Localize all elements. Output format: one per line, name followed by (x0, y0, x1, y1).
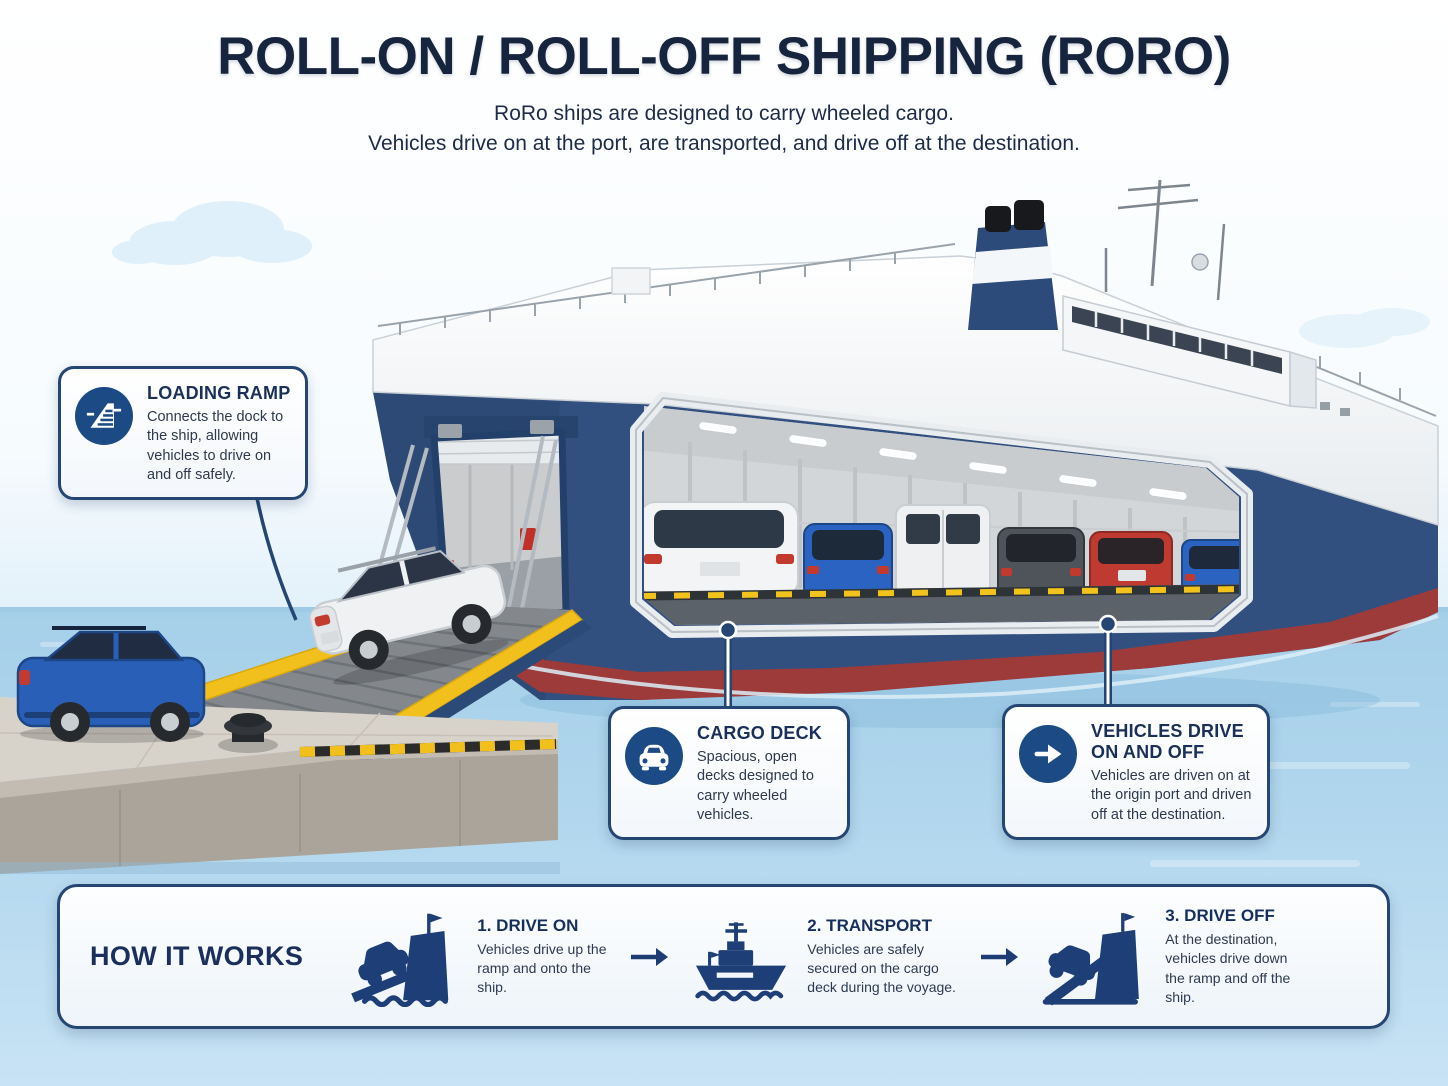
how-it-works-bar: HOW IT WORKS 1. DRIVE ON Vehicles drive … (57, 884, 1390, 1029)
blue-suv-dock (16, 626, 206, 743)
step-body: Vehicles are safely secured on the cargo… (807, 940, 956, 996)
car-up-ramp-icon (351, 913, 449, 1007)
cargo-deck-leader (718, 620, 738, 710)
cloud-left (112, 201, 312, 265)
subtitle-line-1: RoRo ships are designed to carry wheeled… (494, 102, 954, 125)
step-label: 3. DRIVE OFF (1165, 906, 1275, 926)
step-drive-off: 3. DRIVE OFF At the destination, vehicle… (1039, 906, 1305, 1006)
how-it-works-title: HOW IT WORKS (90, 941, 304, 971)
hull-red-band (470, 588, 1438, 700)
callout-body: Connects the dock to the ship, allowing … (147, 409, 284, 483)
step-label: 1. DRIVE ON (477, 915, 579, 935)
loading-ramp-icon (75, 387, 133, 445)
header: ROLL-ON / ROLL-OFF SHIPPING (RORO) RoRo … (0, 26, 1448, 159)
step-label: 2. TRANSPORT (807, 915, 932, 935)
gray-suv (997, 527, 1085, 604)
callout-title: LOADING RAMP (147, 383, 291, 403)
callout-body: Vehicles are driven on at the origin por… (1091, 768, 1252, 823)
bridge (1062, 179, 1317, 409)
mast (1104, 179, 1226, 301)
callout-title: CARGO DECK (697, 723, 823, 743)
callout-body: Spacious, open decks designed to carry w… (697, 749, 814, 823)
bollard (218, 713, 278, 753)
loading-ramp-leader (255, 497, 298, 621)
step-arrow-icon (629, 945, 669, 969)
cloud-right (1299, 308, 1430, 348)
step-transport: 2. TRANSPORT Vehicles are safely secured… (689, 907, 959, 1007)
car-front-icon (625, 727, 683, 785)
cargo-deck-cutaway (630, 392, 1253, 638)
step-body: Vehicles drive up the ramp and onto the … (477, 940, 607, 996)
callout-title: VEHICLES DRIVE ON AND OFF (1091, 721, 1244, 762)
arrow-right-icon (1019, 725, 1077, 783)
car-down-ramp-icon (1043, 912, 1140, 1006)
ceiling-lights (699, 422, 1187, 500)
dock (0, 697, 560, 874)
step-body: At the destination, vehicles drive down … (1165, 931, 1291, 1005)
page-title: ROLL-ON / ROLL-OFF SHIPPING (RORO) (217, 27, 1231, 86)
subtitle-line-2: Vehicles drive on at the port, are trans… (368, 131, 1080, 155)
callout-loading-ramp: LOADING RAMP Connects the dock to the sh… (58, 366, 308, 501)
step-arrow-icon (979, 945, 1019, 969)
white-suv-ramp (309, 546, 509, 685)
callout-vehicles-drive: VEHICLES DRIVE ON AND OFF Vehicles are d… (1002, 704, 1270, 840)
step-drive-on: 1. DRIVE ON Vehicles drive up the ramp a… (347, 907, 609, 1007)
dock-hazard-stripes (299, 739, 557, 757)
callout-cargo-deck: CARGO DECK Spacious, open decks designed… (608, 706, 850, 841)
ship-icon (695, 921, 787, 1001)
vehicles-drive-leader (1098, 614, 1118, 708)
funnel (968, 200, 1058, 330)
